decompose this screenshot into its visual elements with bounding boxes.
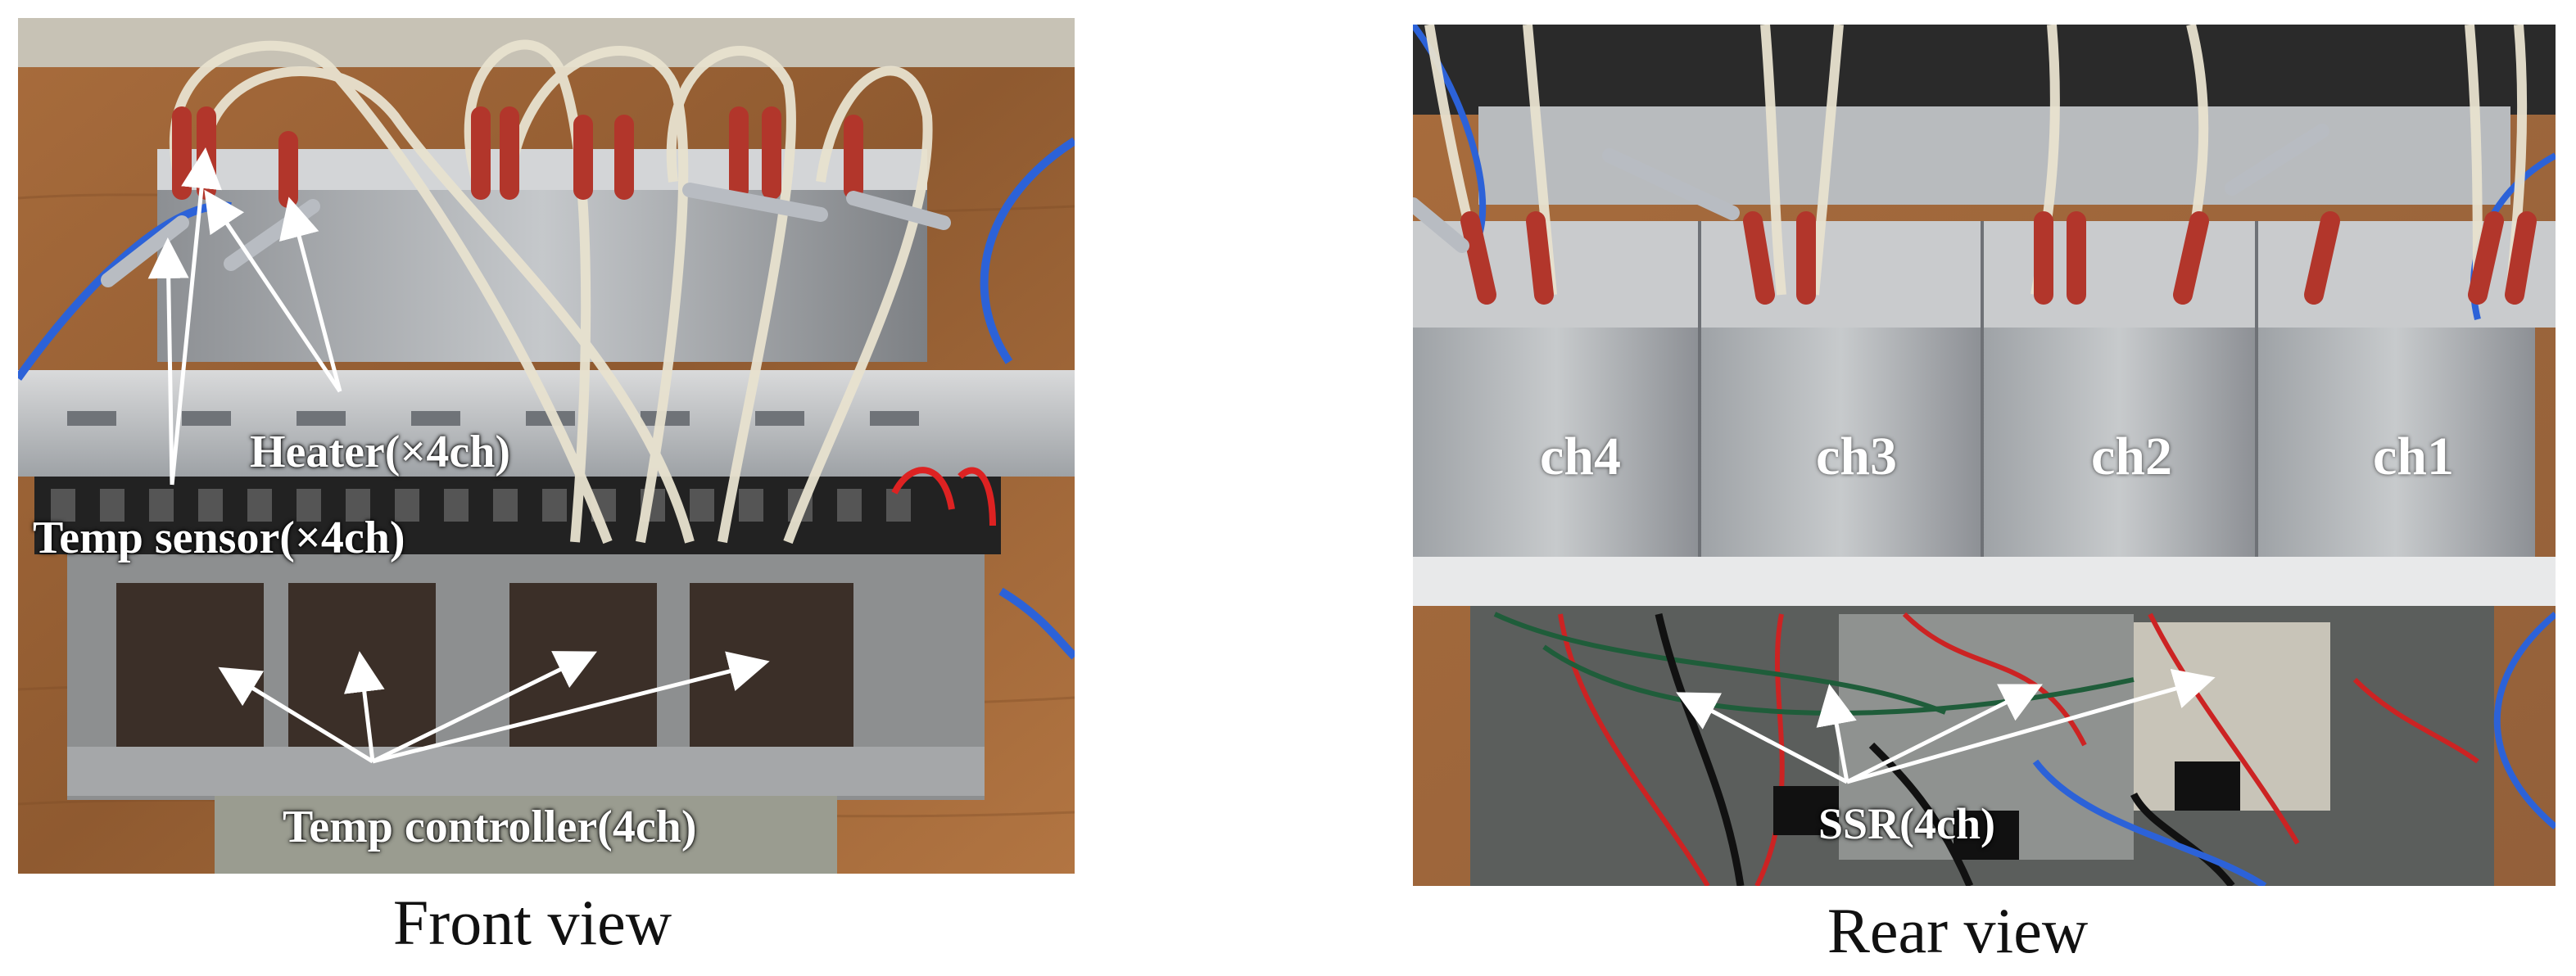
temp-controller-label: Temp controller(4ch): [283, 802, 697, 852]
rear-view-photo: [1413, 25, 2556, 886]
channel-label-ch3: ch3: [1816, 427, 1897, 486]
front-view-photo: [18, 18, 1075, 874]
ssr-label: SSR(4ch): [1818, 799, 1996, 848]
channel-label-ch2: ch2: [2091, 427, 2172, 486]
front-view-panel: Heater(×4ch) Temp sensor(×4ch) Temp cont…: [0, 0, 1089, 976]
front-view-caption: Front view: [392, 887, 672, 958]
rear-view-caption: Rear view: [1827, 895, 2089, 966]
temp-sensor-label: Temp sensor(×4ch): [33, 513, 405, 563]
rear-view-panel: ch4 ch3 ch2 ch1 SSR(4ch) Rear view: [1392, 0, 2576, 976]
heater-label: Heater(×4ch): [250, 427, 510, 477]
channel-label-ch4: ch4: [1540, 427, 1621, 486]
channel-label-ch1: ch1: [2373, 427, 2454, 486]
